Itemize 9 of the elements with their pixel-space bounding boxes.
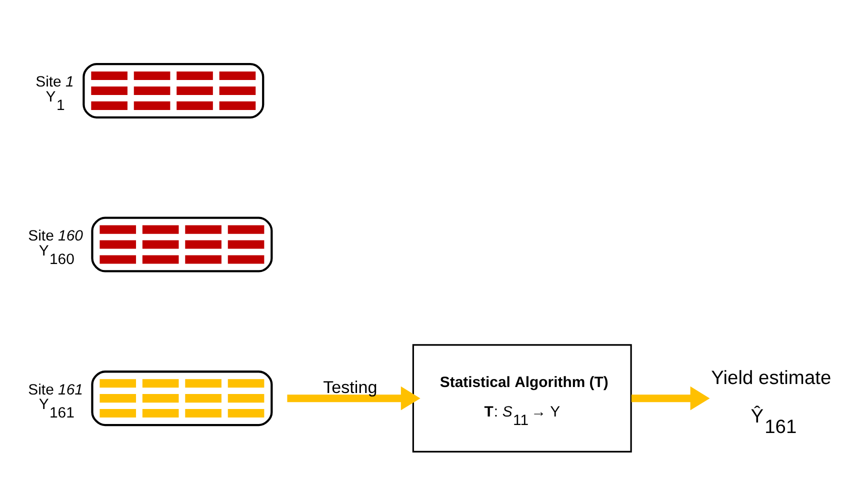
node-label: Site 1 xyxy=(36,74,74,91)
edge-label: Testing xyxy=(323,378,378,397)
node-label: Site 161 xyxy=(28,381,83,398)
node-label: Site 160 xyxy=(28,227,83,244)
node-picture xyxy=(91,370,273,426)
node-picture xyxy=(91,216,273,272)
arrow xyxy=(631,386,710,410)
node-picture xyxy=(82,62,264,118)
arrow xyxy=(287,386,420,410)
